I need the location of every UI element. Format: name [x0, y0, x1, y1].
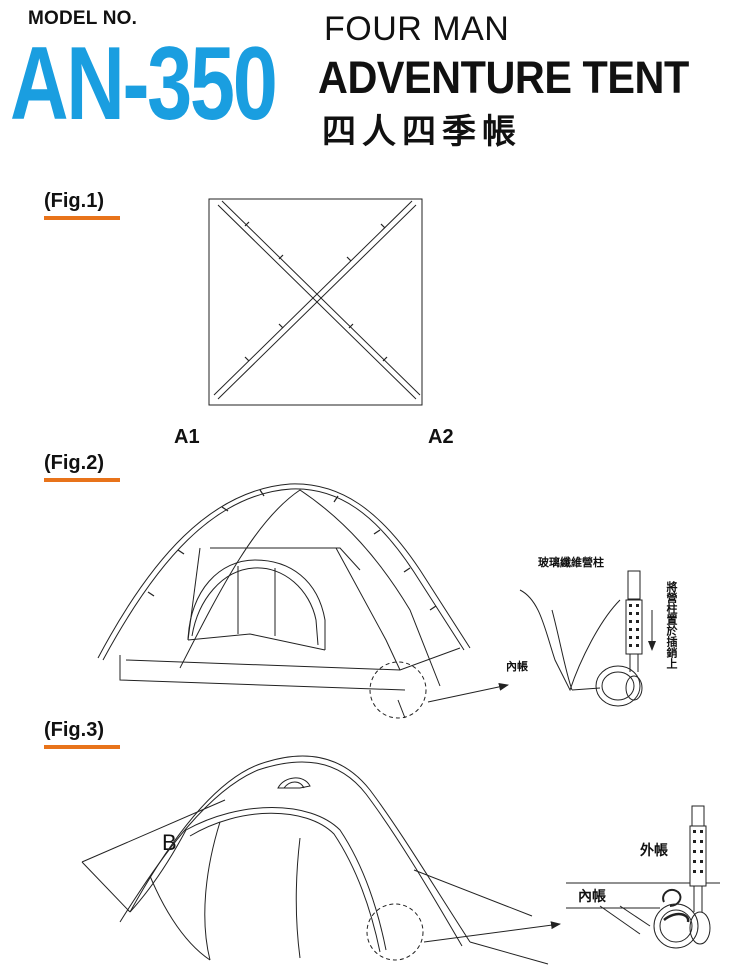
- fig2-pin-detail: [519, 570, 656, 707]
- fig2-front-pole: [97, 483, 471, 659]
- fiberglass-pole-label: 玻璃纖維營柱: [538, 556, 604, 569]
- fig2-label: (Fig.2): [44, 452, 104, 474]
- fig2-pole-ferrule: [625, 599, 643, 655]
- fig3-guy-line-left: [81, 799, 226, 863]
- model-code: AN-350: [10, 26, 278, 142]
- fig3-front-pole-b: [185, 807, 387, 951]
- fig1-pole-clips: [244, 221, 388, 362]
- point-a1: A1: [174, 426, 200, 448]
- fig3-pole-ferrule: [689, 825, 707, 887]
- fig3-fly-outline: [129, 755, 471, 943]
- fig3-pin-detail: [566, 805, 720, 949]
- fig2-dome-tent: [97, 483, 509, 719]
- fig2-detail-arrow: [427, 682, 509, 703]
- model-number-label: MODEL NO.: [28, 8, 138, 29]
- title-line-1: FOUR MAN: [324, 10, 510, 48]
- fig3-hook: [662, 888, 682, 907]
- fig2-pole-top: [627, 570, 641, 600]
- fig1-underline: [44, 216, 120, 220]
- title-line-2: ADVENTURE TENT: [318, 52, 689, 103]
- fig1-label: (Fig.1): [44, 190, 104, 212]
- fig2-door-frame: [187, 559, 326, 650]
- fig1-pole-b: [217, 204, 417, 400]
- point-a2: A2: [428, 426, 454, 448]
- fig3-underline: [44, 745, 120, 749]
- fig1-floor-square: [208, 198, 423, 406]
- point-b: B: [162, 830, 177, 855]
- fig3-tent-with-fly: [81, 755, 561, 965]
- fig2-rear-pole: [179, 489, 441, 687]
- fig1-pole-b-edge: [213, 200, 413, 396]
- fig3-vent: [277, 777, 311, 789]
- fig2-ring: [595, 665, 641, 707]
- fig2-underline: [44, 478, 120, 482]
- fig1-tent-base-diagram: [208, 198, 423, 406]
- fig3-detail-circle: [366, 903, 424, 961]
- inner-tent-label-fig2: 內帳: [506, 660, 528, 673]
- pole-pin-instruction: 將營柱置於插銷上: [665, 581, 678, 669]
- inner-tent-label-fig3: 內帳: [578, 889, 606, 905]
- fig3-label: (Fig.3): [44, 719, 104, 741]
- fig3-ring: [653, 903, 699, 949]
- fig2-detail-circle: [369, 661, 427, 719]
- title-chinese: 四人四季帳: [322, 112, 522, 152]
- outer-tent-label: 外帳: [640, 843, 668, 859]
- fig3-detail-arrow: [423, 921, 561, 943]
